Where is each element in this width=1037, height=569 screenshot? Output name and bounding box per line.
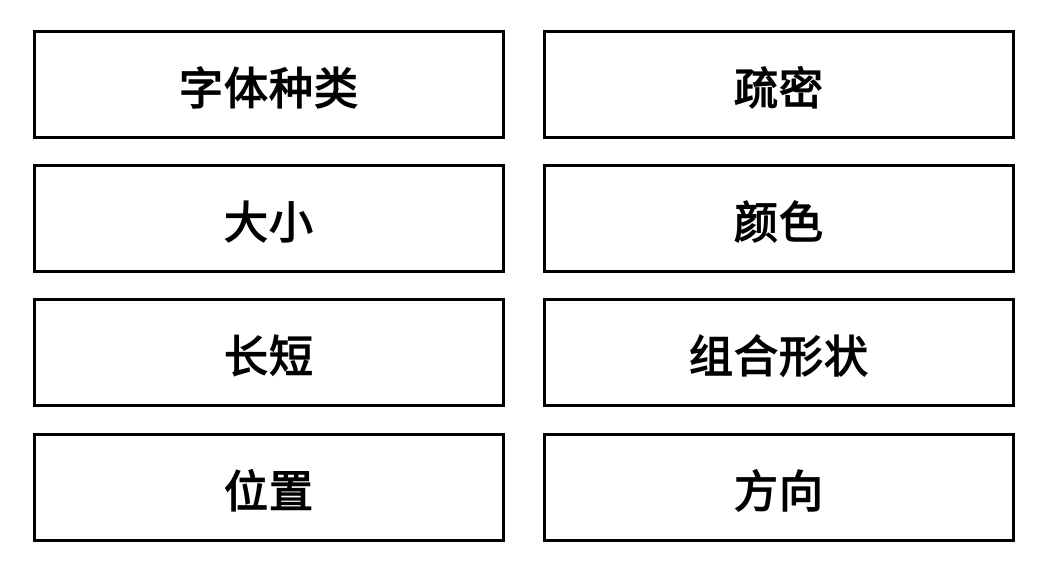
box-position: 位置 bbox=[33, 433, 505, 542]
box-direction: 方向 bbox=[543, 433, 1015, 542]
box-size: 大小 bbox=[33, 164, 505, 273]
box-label: 字体种类 bbox=[179, 63, 359, 115]
box-label: 方向 bbox=[734, 466, 824, 518]
box-label: 位置 bbox=[224, 466, 314, 518]
box-label: 长短 bbox=[224, 331, 314, 383]
box-label: 大小 bbox=[224, 197, 314, 249]
box-font-type: 字体种类 bbox=[33, 30, 505, 139]
box-density: 疏密 bbox=[543, 30, 1015, 139]
box-label: 颜色 bbox=[734, 197, 824, 249]
box-color: 颜色 bbox=[543, 164, 1015, 273]
box-combined-shape: 组合形状 bbox=[543, 298, 1015, 407]
box-length: 长短 bbox=[33, 298, 505, 407]
box-label: 疏密 bbox=[734, 63, 824, 115]
box-label: 组合形状 bbox=[689, 331, 869, 383]
